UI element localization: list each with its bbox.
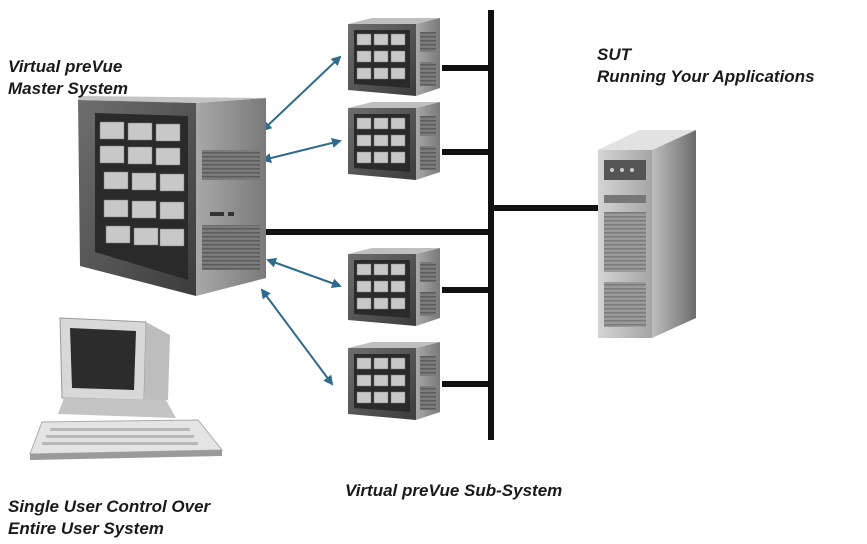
control-label: Single User Control Over Entire User Sys… [8, 496, 210, 540]
arrows [260, 55, 342, 386]
master-system-cabinet [78, 96, 266, 296]
sut-label-line-2: Running Your Applications [597, 67, 815, 86]
subsystem-monitor [373, 391, 389, 404]
subsystem-cabinet [348, 18, 440, 96]
subsystem-group [348, 18, 440, 420]
subsystem-cabinet [348, 342, 440, 420]
subsystem-monitor [390, 263, 406, 276]
master-monitors [99, 121, 185, 247]
subsystem-monitor [390, 391, 406, 404]
master-system-label: Virtual preVue Master System [8, 56, 128, 100]
arrow-subsystem-1 [261, 55, 342, 132]
subsystem-monitor [373, 33, 389, 46]
arrow-subsystem-3 [266, 258, 342, 288]
subsystem-monitor [356, 117, 372, 130]
subsystem-monitor [373, 280, 389, 293]
subsystem-monitor [390, 151, 406, 164]
master-label-line-2: Master System [8, 79, 129, 98]
subsystem-monitor [373, 263, 389, 276]
subsystem-monitor [390, 33, 406, 46]
subsystem-monitor [356, 374, 372, 387]
subsystem-monitor [390, 297, 406, 310]
subsystem-label: Virtual preVue Sub-System [345, 480, 562, 502]
subsystem-monitor [373, 134, 389, 147]
subsystem-monitor [356, 357, 372, 370]
subsystem-monitor [390, 134, 406, 147]
subsystem-monitor [373, 357, 389, 370]
subsystem-monitor [390, 117, 406, 130]
arrow-subsystem-4 [260, 288, 334, 386]
sut-label: SUT Running Your Applications [597, 44, 815, 88]
subsystem-monitor [356, 151, 372, 164]
subsystem-monitor [356, 50, 372, 63]
subsystem-cabinet [348, 102, 440, 180]
subsystem-monitor [356, 33, 372, 46]
subsystem-monitor [356, 280, 372, 293]
subsystem-monitor [356, 67, 372, 80]
master-label-line-1: Virtual preVue [8, 57, 123, 76]
subsystem-monitor [356, 297, 372, 310]
subsystem-cabinet [348, 248, 440, 326]
sut-label-line-1: SUT [597, 45, 631, 64]
subsystem-monitor [373, 67, 389, 80]
control-label-line-1: Single User Control Over [8, 497, 211, 516]
subsystem-monitor [356, 263, 372, 276]
subsystem-monitor [373, 117, 389, 130]
subsystem-monitor [390, 50, 406, 63]
subsystem-monitor [373, 50, 389, 63]
network-bus [258, 10, 600, 440]
sut-tower [598, 130, 696, 338]
control-workstation [29, 317, 224, 460]
subsystem-monitor [356, 391, 372, 404]
subsystem-label-text: Virtual preVue Sub-System [345, 481, 563, 500]
subsystem-monitor [390, 374, 406, 387]
arrow-subsystem-2 [261, 138, 342, 163]
subsystem-monitor [373, 151, 389, 164]
control-label-line-2: Entire User System [8, 519, 164, 538]
subsystem-monitor [390, 67, 406, 80]
subsystem-monitor [356, 134, 372, 147]
subsystem-monitor [390, 357, 406, 370]
subsystem-monitor [390, 280, 406, 293]
subsystem-monitor [373, 374, 389, 387]
subsystem-monitor [373, 297, 389, 310]
